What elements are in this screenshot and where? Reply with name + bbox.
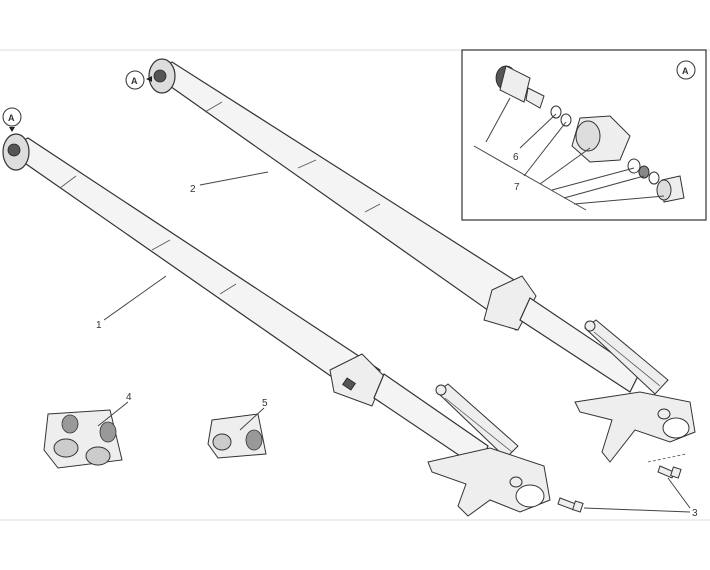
leader-3b — [583, 507, 691, 513]
callout-circle-a-main — [676, 60, 696, 80]
label-part-5: 5 — [262, 398, 268, 409]
leader-4 — [97, 401, 129, 427]
callout-a-main: A — [682, 66, 689, 76]
fork-1-lower-slider — [373, 373, 489, 469]
fork-1-adjuster-knob — [7, 143, 21, 157]
leader-3a — [667, 477, 691, 509]
label-part-1: 1 — [96, 320, 102, 331]
label-part-6: 6 — [513, 152, 519, 163]
axle-bolt-upper — [657, 465, 682, 479]
callout-a-fork-1: A — [8, 113, 15, 123]
label-part-3: 3 — [692, 508, 698, 519]
callout-circle-a-fork-2 — [125, 70, 145, 90]
label-part-2: 2 — [190, 184, 196, 195]
axle-bolt-lower — [557, 497, 584, 513]
callout-a-fork-2: A — [131, 76, 138, 86]
leader-1 — [103, 275, 167, 321]
seal-kit-4 — [43, 409, 123, 469]
leader-2 — [199, 171, 269, 186]
label-part-4: 4 — [126, 392, 132, 403]
callout-circle-a-fork-1 — [2, 107, 22, 127]
fork-leg-1 — [2, 133, 551, 517]
detail-box-a — [461, 49, 707, 221]
label-part-7: 7 — [514, 182, 520, 193]
leader-5 — [239, 407, 265, 431]
seal-kit-5 — [207, 413, 267, 459]
fork-2-adjuster-knob — [153, 69, 167, 83]
fork-leg-2 — [148, 58, 696, 463]
